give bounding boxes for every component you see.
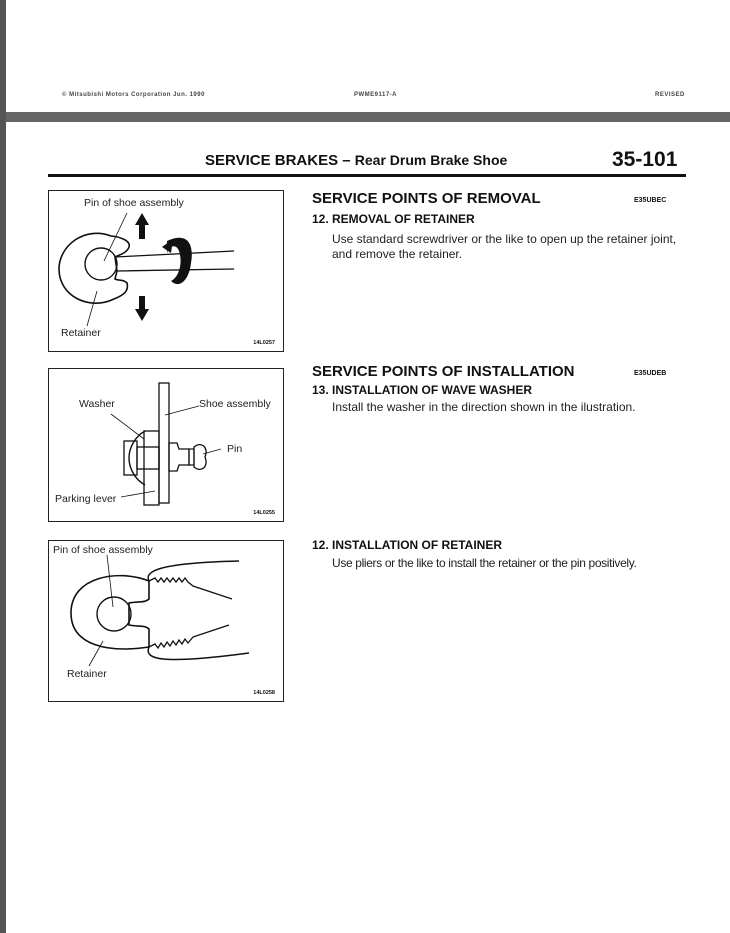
section-subtitle: Rear Drum Brake Shoe xyxy=(354,152,508,168)
header-rule xyxy=(48,174,686,177)
label-washer: Washer xyxy=(79,398,115,410)
step-text-installation-of-wave-washer: Install the washer in the direction show… xyxy=(332,400,636,414)
figure-wave-washer: Washer Shoe assembly Pin Parking lever 1… xyxy=(48,368,284,522)
heading-installation: SERVICE POINTS OF INSTALLATION xyxy=(312,363,575,380)
retainer-installation-illustration xyxy=(70,554,250,667)
step-removal-of-retainer: 12. REMOVAL OF RETAINER xyxy=(312,212,475,226)
retainer-removal-illustration xyxy=(58,212,235,327)
section-code-removal: E35UBEC xyxy=(634,197,667,204)
label-pin: Pin xyxy=(227,443,243,455)
heading-removal: SERVICE POINTS OF REMOVAL xyxy=(312,190,541,207)
fax-header-right: REVISED xyxy=(655,92,685,98)
section-code-installation: E35UDEB xyxy=(634,370,667,377)
label-parking-lever: Parking lever xyxy=(55,493,117,505)
title-dash: – xyxy=(342,152,351,169)
label-shoe-assembly: Shoe assembly xyxy=(199,398,271,410)
viewer-left-edge xyxy=(0,0,6,933)
fax-header-center: PWME9117-A xyxy=(354,92,398,98)
fax-header-area xyxy=(6,0,730,112)
step-text-removal-of-retainer: Use standard screwdriver or the like to … xyxy=(332,232,677,261)
label-retainer: Retainer xyxy=(61,327,101,339)
figure-code: 14L0258 xyxy=(253,690,275,696)
page-title: SERVICE BRAKES – Rear Drum Brake Shoe xyxy=(205,152,507,169)
step-text-installation-of-retainer: Use pliers or the like to install the re… xyxy=(332,556,637,570)
page-separator xyxy=(6,112,730,122)
label-pin-of-shoe-assembly: Pin of shoe assembly xyxy=(84,197,184,209)
section-title: SERVICE BRAKES xyxy=(205,152,339,169)
figure-retainer-installation: Pin of shoe assembly Retainer 14L0258 xyxy=(48,540,284,702)
step-installation-of-retainer: 12. INSTALLATION OF RETAINER xyxy=(312,538,503,552)
step-installation-of-wave-washer: 13. INSTALLATION OF WAVE WASHER xyxy=(312,383,533,397)
figure-retainer-removal: Pin of shoe assembly Retainer 14L0257 xyxy=(48,190,284,352)
fax-header-left: © Mitsubishi Motors Corporation Jun. 199… xyxy=(62,92,205,98)
figure-code: 14L0257 xyxy=(253,340,275,346)
figure-code: 14L0255 xyxy=(253,510,275,516)
page-number: 35-101 xyxy=(612,148,678,171)
wave-washer-illustration xyxy=(110,382,222,506)
label-pin-of-shoe-assembly: Pin of shoe assembly xyxy=(53,544,153,556)
label-retainer: Retainer xyxy=(67,668,107,680)
